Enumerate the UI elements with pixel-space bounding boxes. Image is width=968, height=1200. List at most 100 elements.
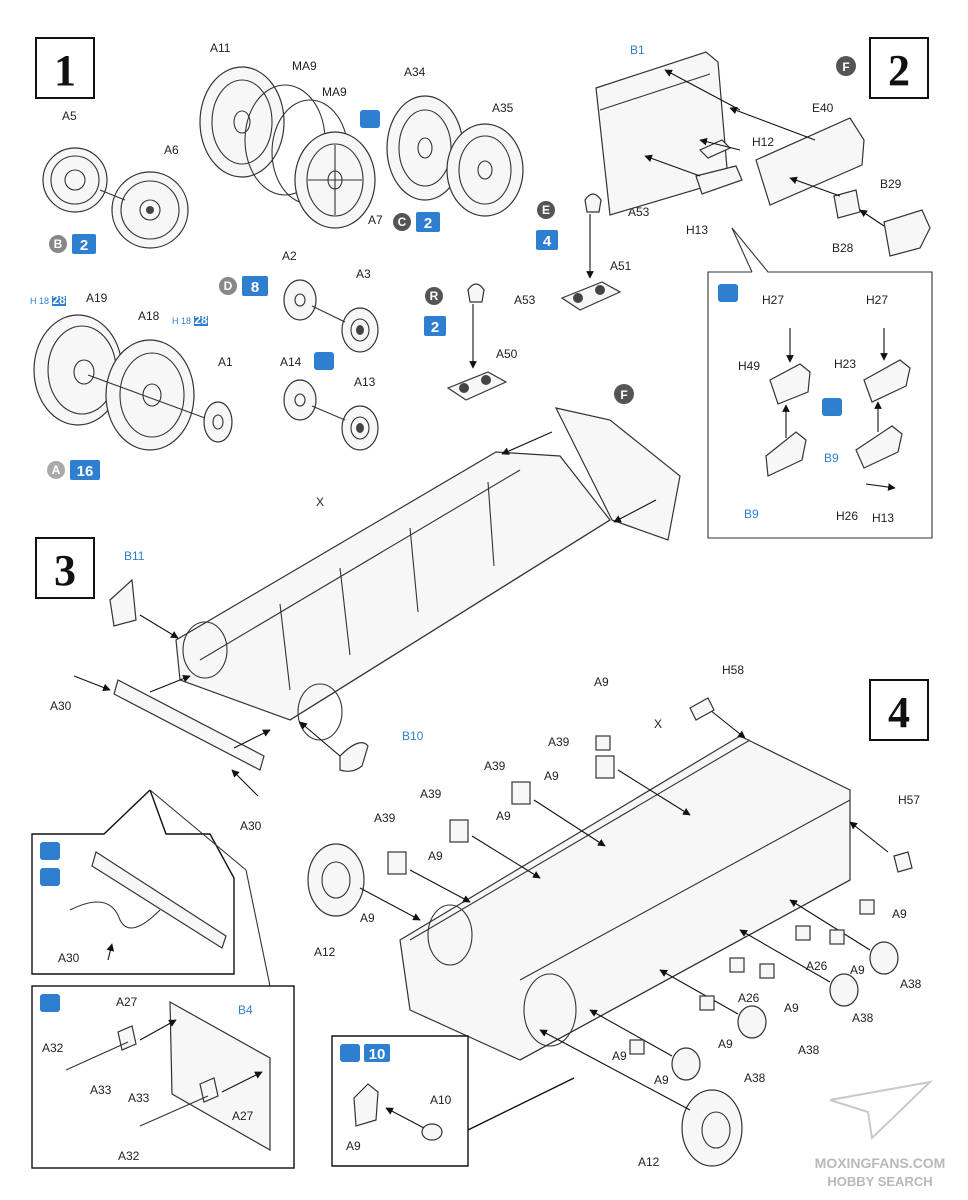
label-ma9-2: MA9 <box>322 85 347 99</box>
part-b9-right <box>855 425 903 469</box>
label-ma9-1: MA9 <box>292 59 317 73</box>
label-b4: B4 <box>238 1003 253 1017</box>
label-b28: B28 <box>832 241 854 255</box>
step-1-number: 1 <box>54 46 76 95</box>
label-b29: B29 <box>880 177 902 191</box>
mount-a39-3 <box>511 781 531 805</box>
svg-text:2: 2 <box>424 215 432 232</box>
label-h58: H58 <box>722 663 744 677</box>
badge-f-hull: F <box>614 384 634 404</box>
hull-side-strip <box>113 679 265 771</box>
label-a34: A34 <box>404 65 426 79</box>
label-a12-1: A12 <box>314 945 336 959</box>
part-a51 <box>560 281 622 311</box>
label-a39-3: A39 <box>420 787 442 801</box>
label-a38-1: A38 <box>900 977 922 991</box>
detail-2-callout: H27 H27 H49 H23 H26 H13 B9 B9 <box>707 227 933 539</box>
step-1-wheels: A11 MA9 MA9 A34 A35 A5 A6 A7 A2 A3 A14 A… <box>30 41 524 480</box>
arm-a38-2 <box>829 973 859 1007</box>
sprocket-a5 <box>42 147 108 213</box>
detail-3a-callout: A30 <box>31 789 235 975</box>
idler-a11 <box>199 66 285 178</box>
svg-text:H 18: H 18 <box>172 316 191 326</box>
label-b10: B10 <box>402 729 424 743</box>
label-a33-2: A33 <box>128 1091 150 1105</box>
label-a2: A2 <box>282 249 297 263</box>
label-a38-3: A38 <box>798 1043 820 1057</box>
label-a14: A14 <box>280 355 302 369</box>
part-a27-2 <box>199 1077 219 1103</box>
label-h13: H13 <box>686 223 708 237</box>
label-a38-2: A38 <box>852 1011 874 1025</box>
watermark-line-1: MOXINGFANS.COM <box>815 1155 946 1171</box>
badge-r-x2: R 2 <box>424 287 446 336</box>
label-a32-2: A32 <box>118 1149 140 1163</box>
step-3-box: 3 <box>35 537 95 599</box>
label-a10: A10 <box>430 1093 452 1107</box>
part-b9-left <box>765 431 807 477</box>
label-a11: A11 <box>210 41 231 55</box>
detail-3a-strip <box>91 851 227 949</box>
step-2-number: 2 <box>888 46 910 95</box>
road-wheel-a18 <box>105 339 195 451</box>
symmetry-icon <box>40 868 60 886</box>
step-1-box: 1 <box>35 37 95 99</box>
label-a27-2: A27 <box>232 1109 254 1123</box>
label-a1: A1 <box>218 355 233 369</box>
part-h58 <box>689 697 715 721</box>
label-a26-2: A26 <box>738 991 760 1005</box>
sprocket-a12-bottom <box>681 1089 743 1167</box>
ref-h18-28-b: H 18 28 <box>172 313 208 327</box>
svg-text:E: E <box>542 203 550 217</box>
part-a53-bottom <box>467 283 485 303</box>
label-a51: A51 <box>610 259 632 273</box>
label-a26-1: A26 <box>806 959 828 973</box>
svg-text:28: 28 <box>194 313 208 327</box>
part-a53-top <box>584 193 602 213</box>
label-a9-2: A9 <box>544 769 559 783</box>
detail-4-callout: 10 A10 A9 <box>331 1035 575 1167</box>
mount-sub-assemblies: E 4 R 2 A53 A51 A53 A50 <box>424 193 650 401</box>
glue-icon <box>40 842 60 860</box>
mount-a39-1 <box>387 851 407 875</box>
step-2-rear-plate: F B1 E40 H12 B29 H13 B28 <box>595 43 931 257</box>
mount-a39-4 <box>595 755 615 779</box>
badge-e-x4: E 4 <box>536 201 558 250</box>
paper-plane-icon <box>829 1080 934 1141</box>
label-a38-4: A38 <box>744 1071 766 1085</box>
detail-4-qty: 10 <box>369 1046 386 1063</box>
idler-a7 <box>294 131 376 229</box>
label-a27-1: A27 <box>116 995 138 1009</box>
badge-c-x2: C 2 <box>393 212 440 232</box>
part-h49 <box>769 363 811 405</box>
hull-rear-plate-f <box>554 407 681 541</box>
step-4-number: 4 <box>888 688 910 737</box>
label-e40: E40 <box>812 101 834 115</box>
mount-a9-top <box>595 735 611 751</box>
badge-a-x16: A 16 <box>47 460 100 480</box>
label-a7: A7 <box>368 213 383 227</box>
roller-a14 <box>283 379 317 421</box>
label-a30-1: A30 <box>50 699 72 713</box>
svg-text:C: C <box>398 215 407 229</box>
part-a50 <box>446 371 508 401</box>
badge-b-x2: B 2 <box>49 234 96 254</box>
step-4-box: 4 <box>869 679 929 741</box>
label-a9-6: A9 <box>892 907 907 921</box>
label-a19: A19 <box>86 291 108 305</box>
glue-icon <box>40 994 60 1012</box>
svg-text:28: 28 <box>52 293 66 307</box>
label-a9-detail: A9 <box>346 1139 361 1153</box>
label-h27-1: H27 <box>762 293 784 307</box>
svg-text:16: 16 <box>77 463 94 480</box>
label-a13: A13 <box>354 375 376 389</box>
label-a9-10: A9 <box>654 1073 669 1087</box>
svg-text:H 18: H 18 <box>30 296 49 306</box>
ref-h18-28-a: H 18 28 <box>30 293 66 307</box>
part-h13 <box>695 165 743 195</box>
part-b4 <box>169 1000 271 1152</box>
label-a39-2: A39 <box>484 759 506 773</box>
sprocket-a12-top <box>307 843 365 917</box>
roller-a13 <box>341 405 379 451</box>
